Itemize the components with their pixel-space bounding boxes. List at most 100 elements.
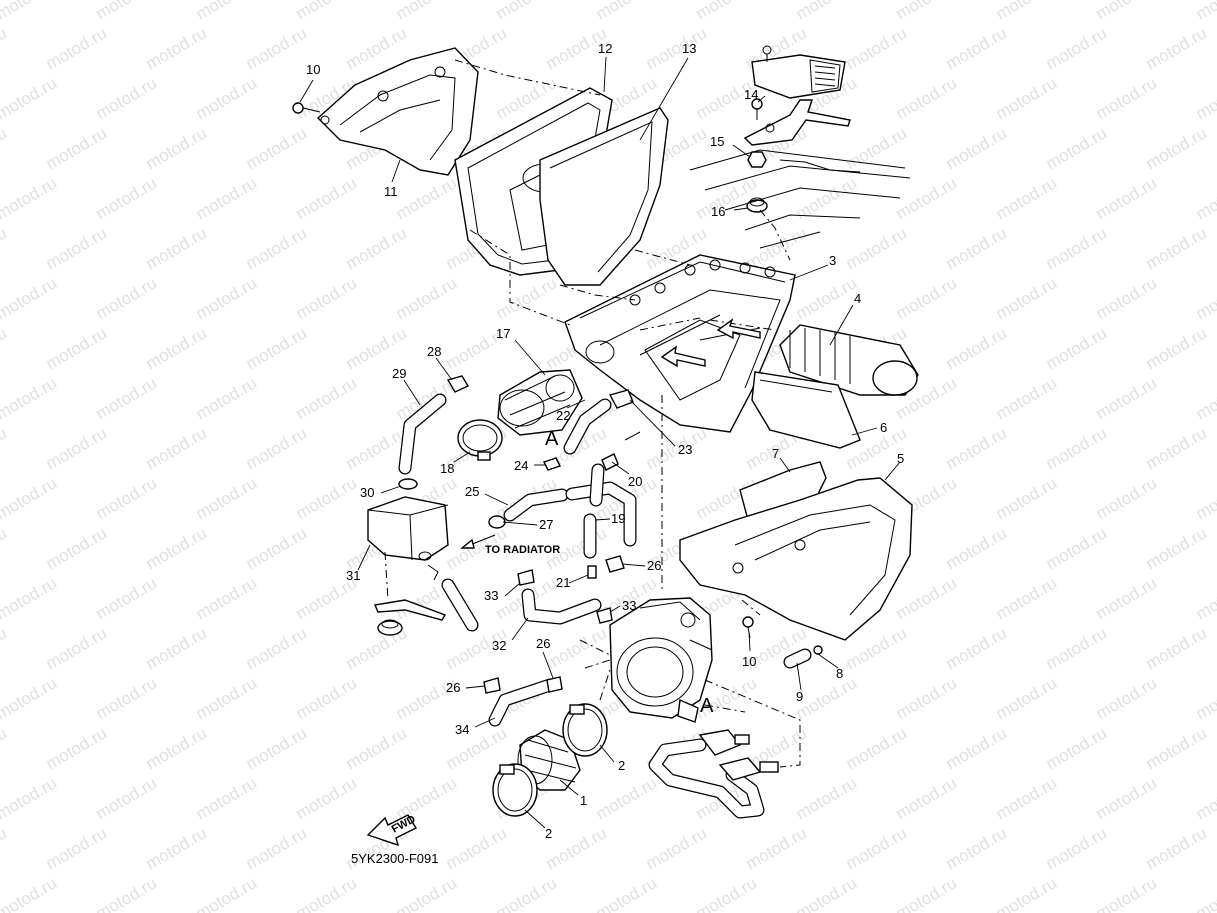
watermark-text: motod.ru	[243, 223, 311, 273]
callout-21: 21	[556, 575, 570, 590]
watermark-text: motod.ru	[93, 373, 161, 423]
part-9-tube	[783, 648, 812, 669]
watermark-text: motod.ru	[1093, 73, 1161, 123]
watermark-text: motod.ru	[843, 123, 911, 173]
part-24-clip	[543, 457, 561, 471]
watermark-text: motod.ru	[1143, 23, 1211, 73]
watermark-text: motod.ru	[993, 673, 1061, 723]
watermark-text: motod.ru	[1193, 873, 1217, 913]
watermark-text: motod.ru	[993, 73, 1061, 123]
watermark-text: motod.ru	[1043, 523, 1111, 573]
watermark-text: motod.ru	[1093, 573, 1161, 623]
part-4-intake-duct	[779, 324, 919, 396]
watermark-text: motod.ru	[43, 523, 111, 573]
part-fuel-hose-assembly	[648, 729, 779, 819]
watermark-text: motod.ru	[1043, 623, 1111, 673]
part-29-overflow-hose	[398, 393, 447, 475]
part-33-clip-right	[596, 607, 613, 624]
watermark-text: motod.ru	[293, 873, 361, 913]
watermark-text: motod.ru	[893, 873, 961, 913]
callout-9: 9	[796, 689, 803, 704]
callout-26-lower: 26	[446, 680, 460, 695]
watermark-text: motod.ru	[1193, 773, 1217, 823]
part-23-connector	[608, 389, 641, 441]
callout-29: 29	[392, 366, 406, 381]
watermark-text: motod.ru	[1093, 873, 1161, 913]
watermark-text: motod.ru	[993, 473, 1061, 523]
watermark-text: motod.ru	[143, 423, 211, 473]
watermark-text: motod.ru	[843, 823, 911, 873]
watermark-text: motod.ru	[893, 173, 961, 223]
watermark-text: motod.ru	[93, 0, 161, 23]
watermark-text: motod.ru	[293, 473, 361, 523]
callout-7: 7	[772, 446, 779, 461]
callout-8: 8	[836, 666, 843, 681]
watermark-text: motod.ru	[1143, 723, 1211, 773]
part-2-clamp-upper	[562, 703, 608, 757]
watermark-text: motod.ru	[1143, 423, 1211, 473]
watermark-text: motod.ru	[843, 23, 911, 73]
watermark-text: motod.ru	[43, 723, 111, 773]
watermark-text: motod.ru	[1143, 823, 1211, 873]
watermark-text: motod.ru	[893, 673, 961, 723]
watermark-text: motod.ru	[893, 773, 961, 823]
callout-4: 4	[854, 291, 861, 306]
watermark-text: motod.ru	[93, 873, 161, 913]
watermark-text: motod.ru	[893, 0, 961, 23]
watermark-text: motod.ru	[193, 673, 261, 723]
watermark-text: motod.ru	[943, 623, 1011, 673]
watermark-text: motod.ru	[143, 623, 211, 673]
watermark-text: motod.ru	[93, 673, 161, 723]
part-10-screw-upper	[292, 102, 321, 114]
watermark-text: motod.ru	[93, 573, 161, 623]
part-6-cover-plate	[751, 371, 861, 449]
watermark-text: motod.ru	[1143, 523, 1211, 573]
watermark-text: motod.ru	[143, 123, 211, 173]
watermark-text: motod.ru	[293, 173, 361, 223]
part-34-hose	[488, 678, 557, 727]
part-10-screw-lower	[742, 616, 754, 639]
fwd-indicator: FWD	[366, 813, 418, 847]
watermark-text: motod.ru	[0, 773, 60, 823]
watermark-text: motod.ru	[1193, 473, 1217, 523]
watermark-text: motod.ru	[93, 173, 161, 223]
watermark-text: motod.ru	[193, 73, 261, 123]
callout-20: 20	[628, 474, 642, 489]
part-26-clamp-lower-left	[483, 677, 501, 694]
watermark-text: motod.ru	[943, 423, 1011, 473]
watermark-text: motod.ru	[243, 723, 311, 773]
watermark-text: motod.ru	[1143, 623, 1211, 673]
watermark-text: motod.ru	[0, 673, 60, 723]
watermark-text: motod.ru	[943, 823, 1011, 873]
watermark-text: motod.ru	[43, 223, 111, 273]
watermark-text: motod.ru	[1093, 673, 1161, 723]
callout-2-bottom: 2	[545, 826, 552, 841]
watermark-text: motod.ru	[393, 0, 461, 23]
watermark-text: motod.ru	[1193, 0, 1217, 23]
watermark-text: motod.ru	[1143, 323, 1211, 373]
watermark-text: motod.ru	[243, 323, 311, 373]
watermark-text: motod.ru	[1093, 373, 1161, 423]
watermark-text: motod.ru	[193, 473, 261, 523]
watermark-text: motod.ru	[993, 773, 1061, 823]
assembly-lines	[384, 59, 801, 768]
watermark-text: motod.ru	[1193, 73, 1217, 123]
watermark-text: motod.ru	[0, 823, 10, 873]
watermark-text: motod.ru	[243, 823, 311, 873]
watermark-text: motod.ru	[1093, 773, 1161, 823]
watermark-text: motod.ru	[943, 23, 1011, 73]
watermark-text: motod.ru	[0, 573, 60, 623]
watermark-text: motod.ru	[0, 323, 10, 373]
watermark-text: motod.ru	[893, 573, 961, 623]
watermark-text: motod.ru	[93, 773, 161, 823]
watermark-text: motod.ru	[593, 773, 661, 823]
watermark-text: motod.ru	[1093, 273, 1161, 323]
watermark-text: motod.ru	[993, 573, 1061, 623]
watermark-text: motod.ru	[0, 373, 60, 423]
watermark-text: motod.ru	[493, 873, 561, 913]
watermark-text: motod.ru	[1143, 123, 1211, 173]
watermark-text: motod.ru	[93, 273, 161, 323]
watermark-text: motod.ru	[143, 523, 211, 573]
callout-1: 1	[580, 793, 587, 808]
watermark-text: motod.ru	[93, 473, 161, 523]
